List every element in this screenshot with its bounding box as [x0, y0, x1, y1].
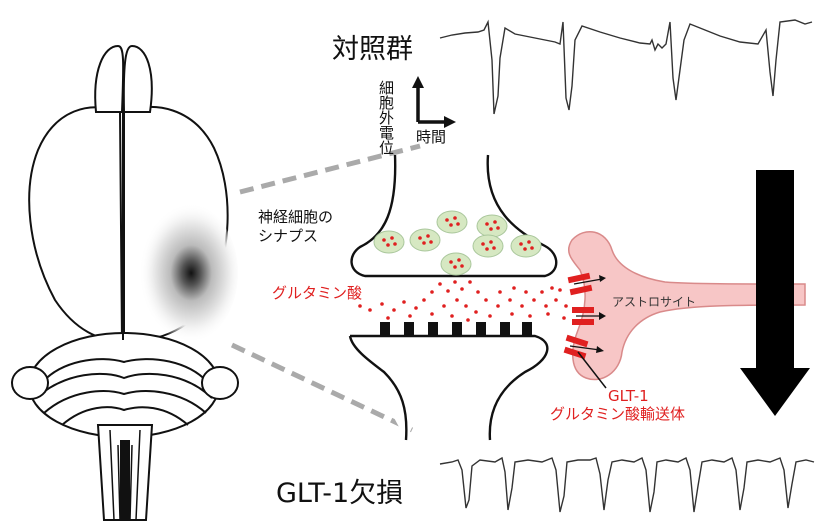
glt1-trace [440, 458, 814, 512]
left-hemisphere [29, 107, 122, 340]
axis-indicator [412, 76, 456, 128]
olfactory-bulb-left [95, 46, 123, 112]
transporter-name-label: GLT-1 [608, 389, 649, 404]
transporter-desc-label: グルタミン酸輸送体 [550, 407, 685, 422]
flocculus-left [12, 367, 48, 399]
glutamate-label: グルタミン酸 [272, 286, 362, 301]
synapse-label: 神経細胞の シナプス [258, 208, 333, 246]
receptors [380, 322, 532, 336]
control-trace [440, 20, 812, 114]
cerebellum [29, 333, 219, 437]
olfactory-bulb-right [124, 46, 152, 112]
flocculus-right [202, 367, 238, 399]
axis-y-label: 細胞外電位 [378, 80, 393, 150]
control-group-label: 対照群 [332, 36, 413, 63]
postsynaptic-terminal [350, 336, 547, 440]
axis-x-label: 時間 [416, 130, 446, 145]
glt1-deficient-label: GLT-1欠損 [276, 480, 403, 507]
astrocyte-label: アストロサイト [612, 296, 696, 308]
lesion-area [134, 203, 238, 343]
glutamate-dots [358, 280, 568, 322]
